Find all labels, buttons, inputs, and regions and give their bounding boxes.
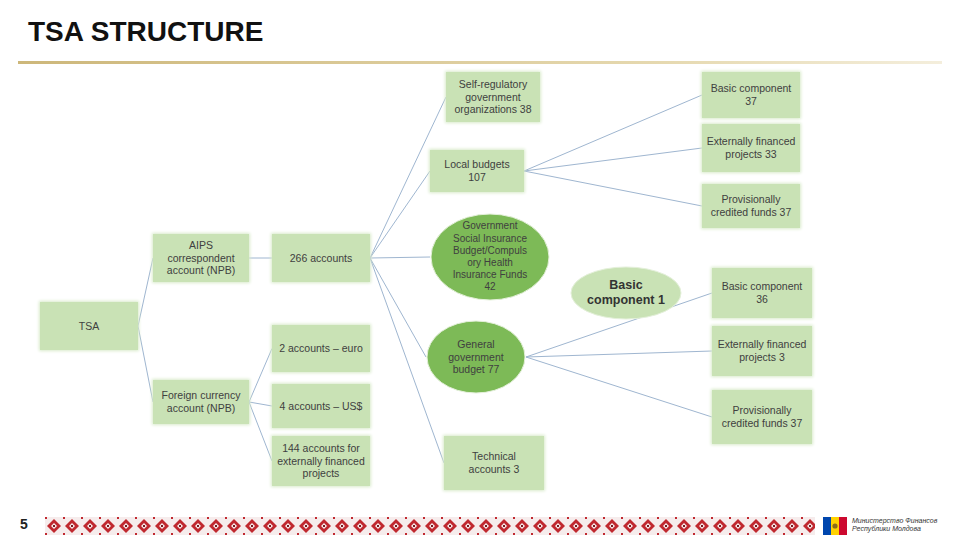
account-box: Basic component 37 [702,72,800,118]
node-text: TSA [79,320,99,333]
ornament-band [45,517,815,535]
node-text: Basic component 37 [708,82,794,108]
account-box: Self-regulatory government organizations… [446,72,540,122]
title-rule [18,61,942,64]
account-box: 266 accounts [272,234,370,282]
connector-line [524,171,702,206]
slide-title: TSA STRUCTURE [28,16,263,48]
account-box: Basic component 36 [712,268,812,318]
node-text: 266 accounts [290,252,352,265]
connector-line [526,357,712,417]
account-box: Externally financed projects 33 [702,124,800,172]
account-box: 144 accounts for externally financed pro… [272,436,370,486]
node-text: 2 accounts – euro [279,342,362,355]
node-text: AIPS correspondent account (NPB) [161,239,241,277]
account-box: 4 accounts – US$ [272,384,370,428]
node-text: Provisionally credited funds 37 [706,193,796,219]
ellipse-shape [427,321,525,393]
account-box: Technical accounts 3 [444,436,544,490]
node-text: Provisionally credited funds 37 [719,404,805,430]
account-box: Provisionally credited funds 37 [712,390,812,444]
node-text: Basic component 1 [578,278,674,309]
ellipse-shape [431,214,549,300]
account-box: Externally financed projects 3 [712,326,812,376]
connector-line [526,351,712,357]
node-text: 144 accounts for externally financed pro… [274,442,368,480]
slide-number: 5 [20,516,44,533]
connector-line [249,402,272,406]
account-box: Provisionally credited funds 37 [702,184,800,228]
account-box: 2 accounts – euro [272,325,370,372]
connector-line [524,95,702,171]
node-text: Externally financed projects 3 [717,338,807,364]
account-ellipse: Government Social Insurance Budget/Compu… [430,213,550,301]
connector-line [249,349,272,403]
account-box: Foreign currency account (NPB) [153,380,249,424]
node-text: Government Social Insurance Budget/Compu… [451,220,529,293]
ellipse-shape [571,267,681,319]
account-box: Local budgets 107 [430,150,524,192]
node-text: Technical accounts 3 [451,450,537,476]
account-ellipse: General government budget 77 [426,320,526,394]
node-text: Externally financed projects 33 [706,135,796,161]
connector-line [370,258,426,357]
connector-line [249,258,272,259]
connector-line [138,258,153,326]
connector-line [370,171,430,258]
node-text: Foreign currency account (NPB) [157,389,245,415]
account-box: TSA [40,302,138,350]
connector-line [370,257,430,258]
account-box: AIPS correspondent account (NPB) [153,234,249,282]
node-text: Basic component 36 [719,280,805,306]
ministry-name: Министерство Финансов Республики Молдова [852,517,956,534]
account-ellipse: Basic component 1 [570,266,682,320]
node-text: 4 accounts – US$ [280,400,363,413]
connector-line [524,148,702,171]
connector-line [138,326,153,402]
connector-line [249,402,272,461]
flag-emblem [823,517,847,535]
node-text: General government budget 77 [441,338,511,376]
node-text: Self-regulatory government organizations… [450,78,536,116]
node-text: Local budgets 107 [441,158,513,184]
